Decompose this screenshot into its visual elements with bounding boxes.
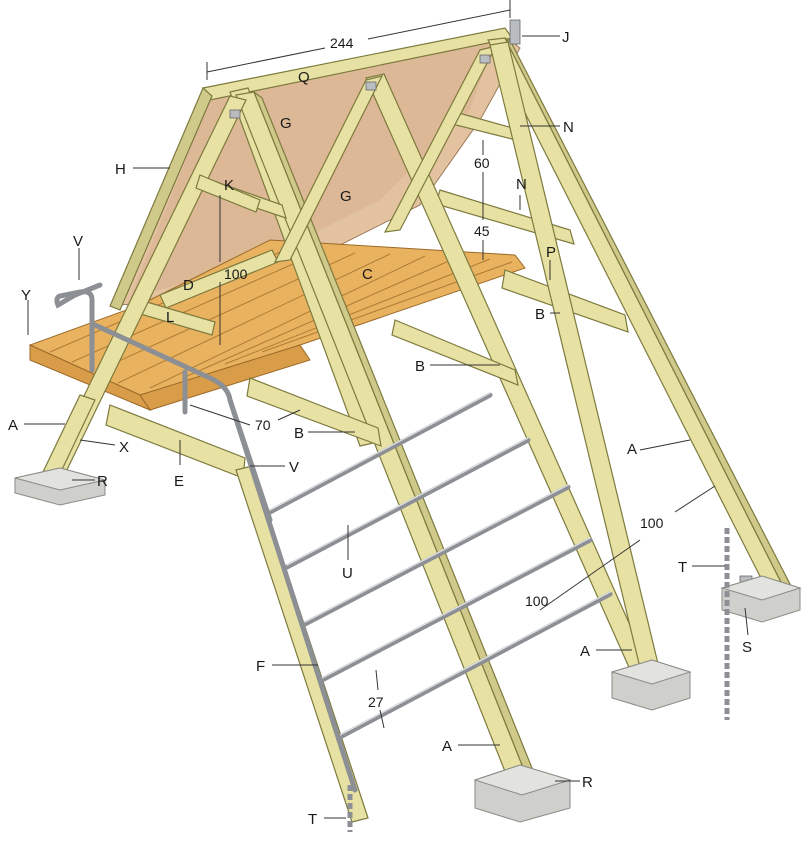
dim-27-leader-top <box>375 669 379 691</box>
leader-s <box>744 607 749 636</box>
crossbar-b-middle <box>391 319 519 386</box>
label-x: X <box>119 439 129 456</box>
label-b-middle: B <box>415 358 425 375</box>
dim-70-leader <box>189 404 251 426</box>
handrail-rail-f <box>227 397 358 793</box>
label-l: L <box>166 309 174 326</box>
dim-70: 70 <box>255 417 271 433</box>
label-b-lower: B <box>294 425 304 442</box>
dim-27: 27 <box>368 694 384 710</box>
dim-100-mid: 100 <box>525 593 549 609</box>
footing-left <box>14 467 106 506</box>
label-g-upper: G <box>280 115 292 132</box>
label-s: S <box>742 639 752 656</box>
label-j: J <box>562 29 570 46</box>
ladder-rungs <box>267 392 613 740</box>
label-b-upper: B <box>535 306 545 323</box>
handrail-v-left <box>54 282 103 373</box>
dim-70-leader-right <box>277 409 301 421</box>
fascia-board <box>109 86 213 311</box>
rafter-upper-mid <box>273 75 384 263</box>
label-a-middle: A <box>580 643 590 660</box>
label-a-right: A <box>627 441 637 458</box>
label-a-left: A <box>8 417 18 434</box>
leader-x <box>79 439 116 446</box>
bracket-top-2 <box>365 81 377 91</box>
label-f: F <box>256 658 265 675</box>
brace-middle <box>195 174 261 213</box>
label-h: H <box>115 161 126 178</box>
label-p: P <box>546 244 556 261</box>
label-n-upper: N <box>563 119 574 136</box>
label-t-left: T <box>308 811 317 828</box>
bracket-top-3 <box>479 54 491 64</box>
leader-a-right <box>639 439 691 451</box>
label-n-lower: N <box>516 176 527 193</box>
dim-100-deck: 100 <box>224 266 248 282</box>
footing-middle <box>610 659 692 711</box>
label-v-lower: V <box>289 459 299 476</box>
dim-244-line-left <box>206 47 326 73</box>
label-r-front: R <box>582 774 593 791</box>
label-y: Y <box>21 287 31 304</box>
label-e: E <box>174 473 184 490</box>
bracket-j <box>509 19 521 45</box>
rear-rafter-right <box>487 37 786 593</box>
dim-100-upper: 100 <box>640 515 664 531</box>
label-d: D <box>183 277 194 294</box>
footing-right <box>720 575 802 623</box>
dim-27-leader-bottom <box>379 709 385 729</box>
label-v-top: V <box>73 233 83 250</box>
crossbar-b-lower <box>246 377 382 447</box>
rear-rafter-right-side <box>504 37 793 591</box>
label-k: K <box>224 177 234 194</box>
dim-60: 60 <box>474 155 490 171</box>
footing-front <box>473 764 572 823</box>
label-u: U <box>342 565 353 582</box>
label-q: Q <box>298 69 310 86</box>
dim-100-upper-leader <box>674 485 716 513</box>
roof-panel-shade <box>130 40 495 298</box>
label-c: C <box>362 266 373 283</box>
label-t-right: T <box>678 559 687 576</box>
label-g-lower: G <box>340 188 352 205</box>
bracket-top-1 <box>229 109 241 119</box>
dim-244-line-right <box>367 9 511 40</box>
label-r-left: R <box>97 473 108 490</box>
dim-100-mid-leader <box>539 539 641 611</box>
dim-45: 45 <box>474 223 490 239</box>
label-a-front: A <box>442 738 452 755</box>
dim-244: 244 <box>330 35 354 51</box>
